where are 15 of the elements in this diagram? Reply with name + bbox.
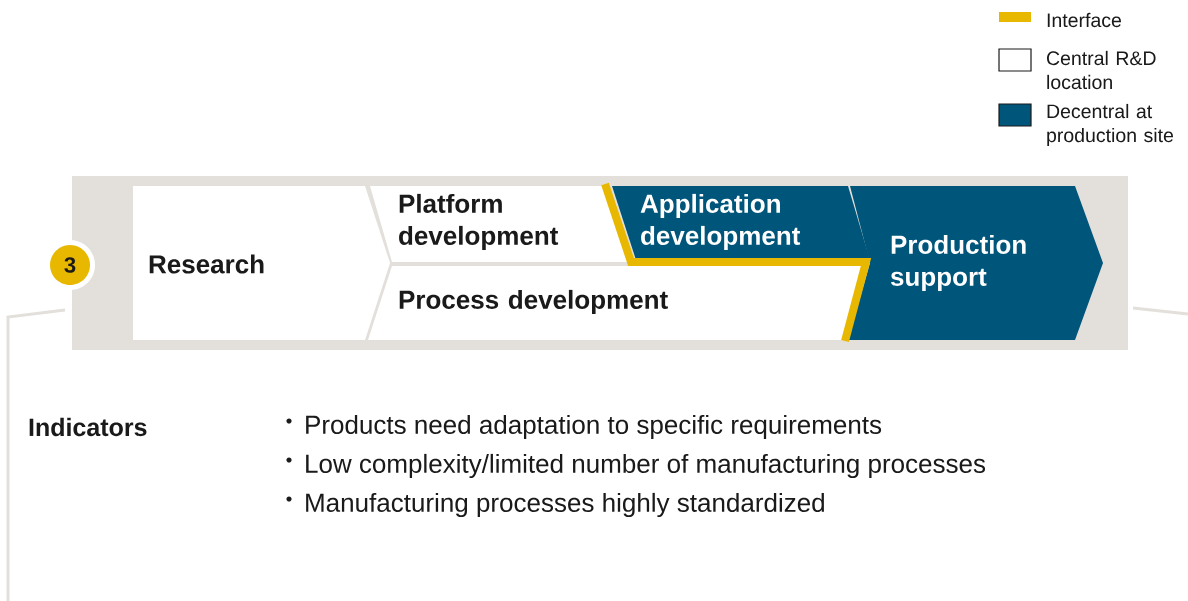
- section-heading: Indicators: [29, 417, 147, 437]
- node-label: Process development: [399, 289, 668, 315]
- node-label: Platform development: [399, 193, 559, 251]
- legend-label: Interface: [1047, 12, 1121, 28]
- node-label: Research: [149, 254, 264, 274]
- legend-label: Central R&D location: [1047, 50, 1156, 90]
- process-box: Research: [133, 186, 390, 340]
- bullet-text: Manufacturing processes highly standardized: [306, 492, 824, 518]
- node-label: 3: [64, 257, 76, 273]
- bullet-text: Low complexity/limited number of manufacturing processes: [306, 453, 986, 479]
- node-label: Application development: [640, 193, 801, 251]
- bullet-text: Products need adaptation to specific requirements: [306, 414, 882, 440]
- process-box: Process development: [368, 266, 862, 340]
- legend-label: Decentral at production site: [1047, 103, 1173, 147]
- number-badge: 3: [45, 240, 95, 290]
